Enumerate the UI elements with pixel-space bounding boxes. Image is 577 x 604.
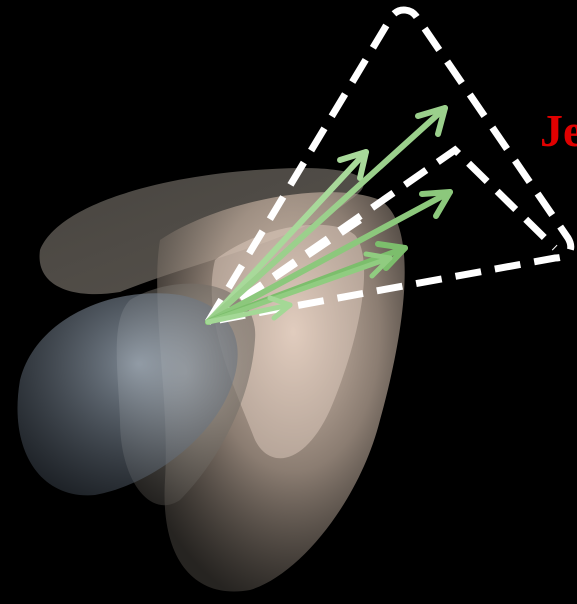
radiation-lobes xyxy=(17,168,405,592)
cone-outer-outline xyxy=(205,6,575,326)
arrow-2 xyxy=(205,105,448,325)
arrow-6 xyxy=(205,295,293,325)
arrow-5 xyxy=(205,251,393,325)
cone-inner-outline-2 xyxy=(206,217,362,325)
jet-cone xyxy=(205,6,575,326)
jet-label: Jet xyxy=(540,105,577,156)
arrow-1 xyxy=(205,149,369,325)
particle-arrows xyxy=(205,105,453,325)
left-lobe xyxy=(17,293,238,496)
arrow-3 xyxy=(205,189,453,325)
